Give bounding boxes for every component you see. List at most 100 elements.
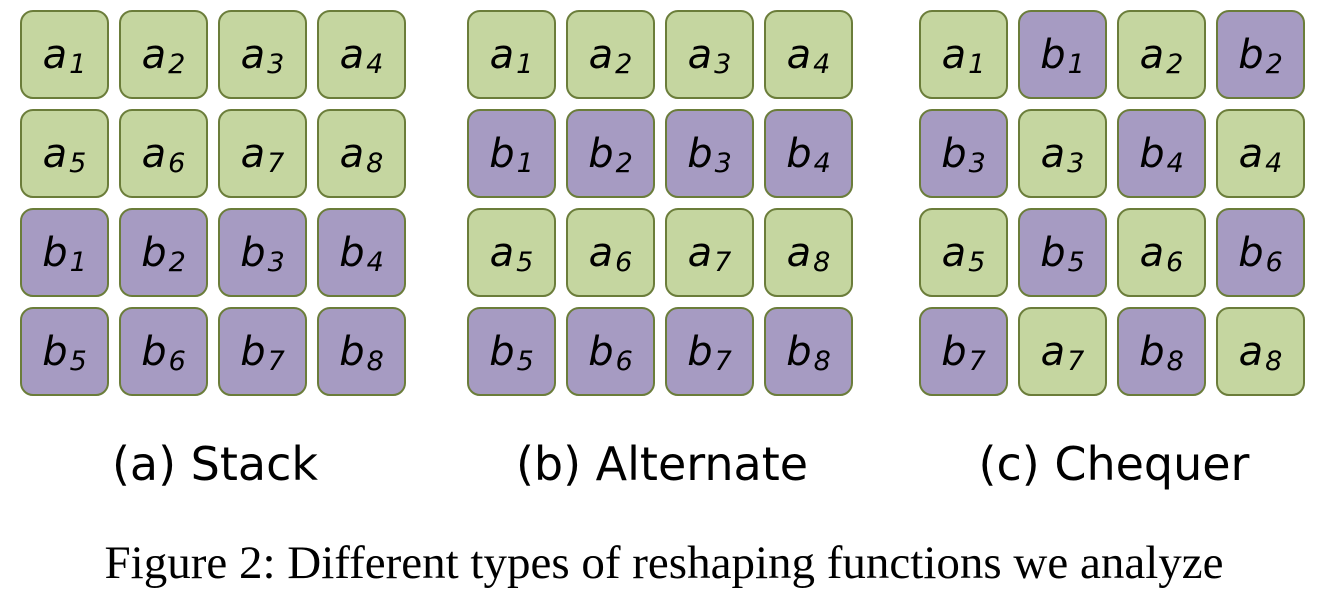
cell-letter: b — [1238, 229, 1264, 276]
cell-subscript: 8 — [366, 148, 384, 179]
cell-subscript: 5 — [968, 247, 986, 278]
cell-letter: a — [687, 229, 713, 276]
cell-letter: a — [240, 31, 266, 78]
cell-letter: a — [1040, 130, 1066, 177]
cell-letter: b — [339, 328, 365, 375]
cell-letter: a — [489, 31, 515, 78]
cell-letter: a — [786, 31, 812, 78]
caption-alternate: (b) Alternate — [515, 437, 809, 491]
cell-letter: a — [141, 130, 167, 177]
cell-letter: b — [1040, 31, 1066, 78]
cell-letter: b — [1139, 328, 1165, 375]
cell-subscript: 2 — [615, 49, 633, 80]
cell-subscript: 4 — [813, 148, 831, 179]
cell-subscript: 4 — [366, 49, 384, 80]
cell-letter: b — [1040, 229, 1066, 276]
cell-letter: a — [339, 130, 365, 177]
cell-subscript: 8 — [1166, 346, 1184, 377]
cell-subscript: 3 — [267, 49, 285, 80]
cell-subscript: 5 — [69, 346, 87, 377]
cell-letter: a — [786, 229, 812, 276]
cell-subscript: 3 — [714, 49, 732, 80]
cell-subscript: 7 — [1067, 346, 1085, 377]
cell-letter: b — [489, 130, 515, 177]
cell-subscript: 3 — [968, 148, 986, 179]
cell-letter: b — [240, 229, 266, 276]
cell-letter: a — [941, 31, 967, 78]
cell-letter: a — [1139, 31, 1165, 78]
cell-subscript: 2 — [168, 49, 186, 80]
cell-letter: a — [588, 31, 614, 78]
cell-letter: a — [1040, 328, 1066, 375]
cell-subscript: 6 — [168, 346, 186, 377]
cell-subscript: 7 — [714, 247, 732, 278]
cell-subscript: 4 — [366, 247, 384, 278]
cell-letter: b — [141, 328, 167, 375]
cell-subscript: 2 — [1166, 49, 1184, 80]
cell-subscript: 6 — [1265, 247, 1283, 278]
cell-subscript: 2 — [615, 148, 633, 179]
cell-letter: a — [588, 229, 614, 276]
cell-letter: b — [786, 328, 812, 375]
cell-letter: b — [687, 130, 713, 177]
cell-subscript: 2 — [168, 247, 186, 278]
cell-letter: a — [339, 31, 365, 78]
cell-letter: a — [240, 130, 266, 177]
cell-letter: b — [941, 328, 967, 375]
cell-subscript: 1 — [69, 247, 87, 278]
cell-subscript: 5 — [516, 247, 534, 278]
cell-letter: a — [141, 31, 167, 78]
cell-subscript: 5 — [516, 346, 534, 377]
cell-letter: b — [489, 328, 515, 375]
cell-subscript: 5 — [1067, 247, 1085, 278]
cell-subscript: 1 — [516, 49, 534, 80]
cell-subscript: 7 — [267, 346, 285, 377]
cell-subscript: 5 — [69, 148, 87, 179]
cell-letter: b — [240, 328, 266, 375]
cell-letter: a — [687, 31, 713, 78]
cell-subscript: 4 — [813, 49, 831, 80]
cell-subscript: 6 — [168, 148, 186, 179]
cell-subscript: 7 — [968, 346, 986, 377]
cell-subscript: 1 — [516, 148, 534, 179]
cell-subscript: 3 — [267, 247, 285, 278]
cell-letter: b — [141, 229, 167, 276]
cell-subscript: 7 — [714, 346, 732, 377]
cell-letter: b — [687, 328, 713, 375]
figure-caption: Figure 2: Different types of reshaping f… — [104, 537, 1224, 589]
cell-letter: b — [588, 328, 614, 375]
caption-stack: (a) Stack — [111, 437, 319, 491]
cell-letter: a — [1139, 229, 1165, 276]
cell-subscript: 8 — [366, 346, 384, 377]
